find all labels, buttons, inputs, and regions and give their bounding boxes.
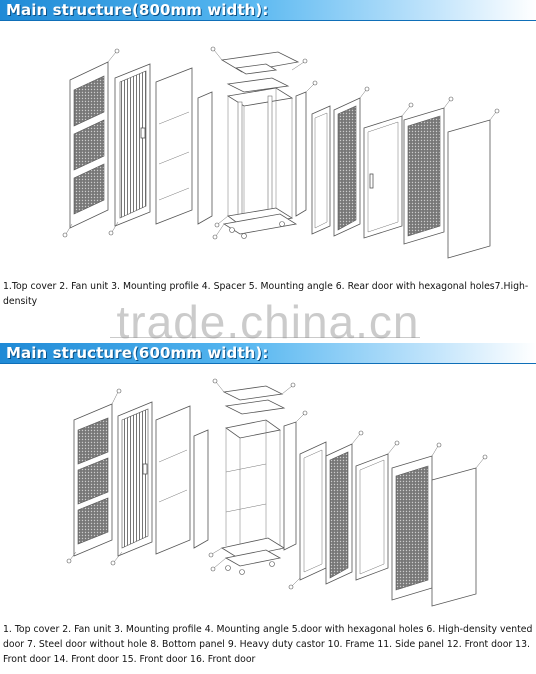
- framed-door-part-600: [355, 453, 389, 581]
- mesh-door-part: [403, 107, 445, 245]
- callout-markers: [62, 46, 500, 240]
- vented-door-part: [114, 63, 151, 227]
- side-panel-right-part-600: [283, 421, 297, 551]
- solid-door-part-600: [431, 467, 477, 607]
- watermark: trade.china.cn: [116, 296, 420, 348]
- side-panel-part: [69, 61, 109, 229]
- side-panel-thin-part: [197, 91, 213, 225]
- solid-door-part: [447, 119, 491, 259]
- vented-door-part-600: [117, 401, 153, 557]
- side-panel-thin-part-600: [193, 429, 209, 549]
- section-title-800: Main structure(800mm width):: [6, 1, 269, 19]
- top-cover-part-600: [222, 385, 286, 415]
- rack-frame-part-600: [220, 419, 286, 575]
- side-panel-part-600: [73, 403, 113, 557]
- perforated-door-part-600: [325, 443, 353, 585]
- section-banner-800: Main structure(800mm width):: [0, 0, 536, 21]
- mesh-door-part-600: [391, 455, 433, 601]
- parts-list-600: 1. Top cover 2. Fan unit 3. Mounting pro…: [3, 624, 533, 665]
- perforated-door-part: [333, 97, 361, 237]
- callout-markers-600: [66, 378, 488, 590]
- steel-door-part-600: [155, 405, 191, 555]
- watermark-underline: [110, 337, 420, 338]
- exploded-diagram-600: [66, 378, 488, 607]
- section-title-600: Main structure(600mm width):: [6, 344, 269, 362]
- section-banner-600: Main structure(600mm width):: [0, 343, 536, 364]
- glass-door-part-600: [299, 441, 327, 581]
- exploded-diagram-800: [62, 46, 500, 259]
- rack-frame-part: [222, 87, 298, 239]
- glass-door-part: [311, 105, 331, 235]
- side-panel-right-part: [295, 91, 307, 217]
- parts-list-800: 1.Top cover 2. Fan unit 3. Mounting prof…: [3, 281, 529, 307]
- framed-door-part: [363, 115, 403, 239]
- steel-door-part: [155, 67, 193, 225]
- top-cover-part: [220, 51, 300, 93]
